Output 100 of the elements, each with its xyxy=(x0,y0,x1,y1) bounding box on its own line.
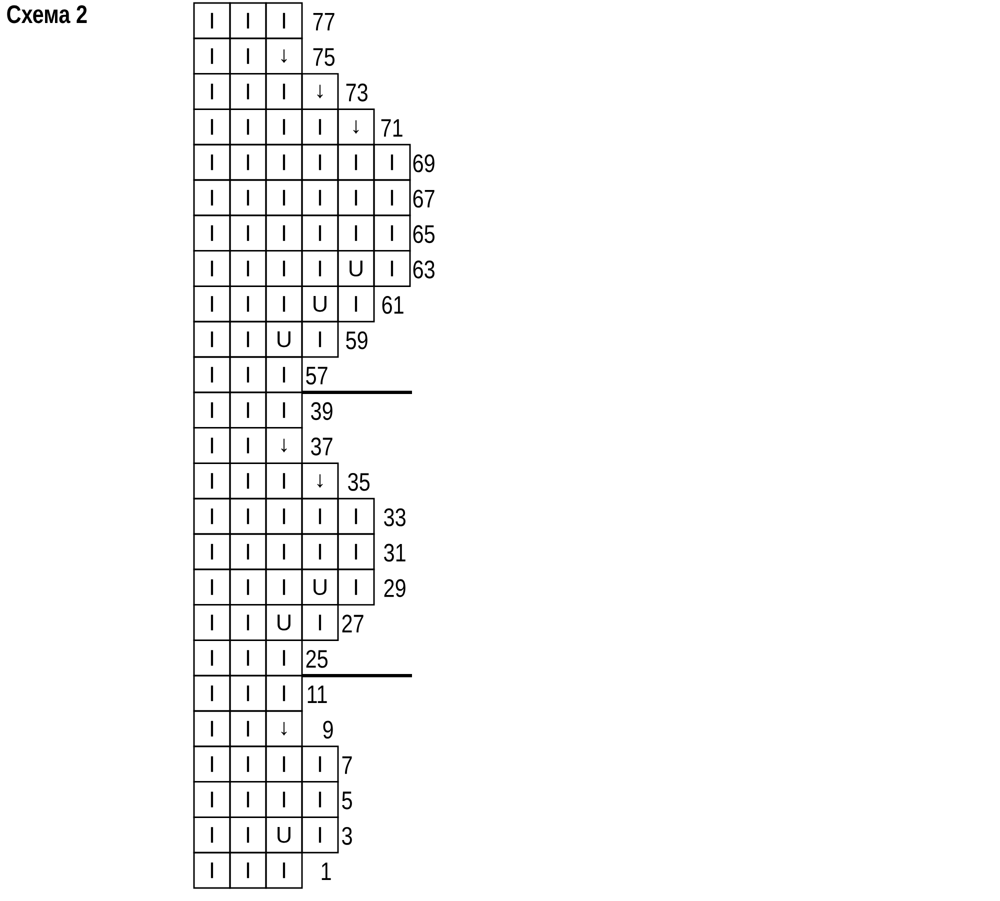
chart-cell: ↓ xyxy=(265,427,303,464)
chart-cell: I xyxy=(265,533,303,570)
chart-cell: I xyxy=(193,250,231,287)
row-number: 65 xyxy=(413,225,434,244)
chart-cell: U xyxy=(337,250,375,287)
chart-cell: I xyxy=(193,781,231,818)
chart-cell: I xyxy=(265,179,303,216)
chart-cell: I xyxy=(193,392,231,429)
chart-cell: I xyxy=(301,320,339,358)
chart-cell: I xyxy=(229,462,267,500)
chart-cell: I xyxy=(373,179,411,216)
chart-cell: I xyxy=(229,179,267,216)
chart-cell: I xyxy=(193,179,231,216)
chart-cell: I xyxy=(265,852,303,889)
chart-cell: I xyxy=(337,179,375,216)
chart-cell: U xyxy=(265,816,303,854)
chart-cell: I xyxy=(265,781,303,818)
chart-cell: I xyxy=(229,144,267,181)
chart-cell: I xyxy=(193,533,231,570)
chart-cell: I xyxy=(229,710,267,748)
chart-cell: I xyxy=(301,108,339,146)
row-number: 75 xyxy=(313,48,334,66)
row-number: 59 xyxy=(346,331,368,350)
row-number: 69 xyxy=(413,154,434,172)
chart-cell: I xyxy=(229,604,267,641)
chart-cell: I xyxy=(265,356,303,394)
row-number: 67 xyxy=(413,190,434,208)
chart-cell: I xyxy=(337,498,375,535)
chart-cell: I xyxy=(229,533,267,570)
chart-cell: I xyxy=(337,568,375,606)
chart-cell: ↓ xyxy=(301,73,339,110)
row-number: 27 xyxy=(342,614,364,632)
chart-cell: ↓ xyxy=(265,38,303,75)
chart-cell: I xyxy=(229,356,267,394)
chart-cell: I xyxy=(229,108,267,146)
title: Схема 2 xyxy=(7,5,87,24)
row-number: 35 xyxy=(348,472,370,491)
row-number: 5 xyxy=(342,792,352,810)
chart-cell: I xyxy=(337,144,375,181)
chart-cell: I xyxy=(373,214,411,252)
chart-cell: I xyxy=(193,285,231,322)
chart-cell: I xyxy=(265,639,303,676)
chart-cell: I xyxy=(193,38,231,75)
chart-cell: I xyxy=(265,214,303,252)
row-number: 57 xyxy=(306,366,328,385)
chart-cell: I xyxy=(301,604,339,641)
chart-cell: I xyxy=(193,746,231,783)
chart-cell: I xyxy=(373,144,411,181)
row-number: 31 xyxy=(384,544,406,562)
chart-cell: I xyxy=(265,250,303,287)
chart-cell: I xyxy=(229,498,267,535)
chart-cell: I xyxy=(193,144,231,181)
chart-cell: I xyxy=(229,639,267,676)
chart-cell: I xyxy=(229,214,267,252)
chart-cell: I xyxy=(193,710,231,748)
chart-cell: I xyxy=(265,462,303,500)
chart-cell: I xyxy=(229,38,267,75)
chart-cell: I xyxy=(229,674,267,712)
chart-cell: U xyxy=(265,320,303,358)
chart-cell: I xyxy=(229,781,267,818)
row-number: 9 xyxy=(323,720,333,739)
chart-cell: I xyxy=(193,816,231,854)
chart-cell: U xyxy=(265,604,303,641)
row-number: 71 xyxy=(381,119,402,137)
chart-cell: I xyxy=(301,533,339,570)
chart-cell: I xyxy=(229,285,267,322)
chart-cell: I xyxy=(229,852,267,889)
chart-cell: I xyxy=(193,320,231,358)
chart-cell: I xyxy=(193,2,231,40)
chart-cell: U xyxy=(301,568,339,606)
row-number: 1 xyxy=(322,862,331,880)
row-number: 37 xyxy=(311,438,332,456)
chart-cell: ↓ xyxy=(301,462,339,500)
chart-cell: I xyxy=(265,2,303,40)
chart-cell: I xyxy=(229,320,267,358)
chart-cell: I xyxy=(229,392,267,429)
chart-cell: U xyxy=(301,285,339,322)
row-number: 39 xyxy=(311,402,332,420)
row-number: 73 xyxy=(346,84,368,102)
chart-cell: I xyxy=(193,73,231,110)
chart-cell: I xyxy=(337,285,375,322)
chart-cell: I xyxy=(193,568,231,606)
chart-cell: I xyxy=(301,498,339,535)
chart-cell: I xyxy=(193,427,231,464)
chart-cell: I xyxy=(301,816,339,854)
row-number: 25 xyxy=(306,650,328,668)
chart-cell: I xyxy=(193,108,231,146)
chart-cell: I xyxy=(229,746,267,783)
chart-cell: I xyxy=(229,250,267,287)
row-number: 33 xyxy=(384,508,406,526)
chart-cell: I xyxy=(193,214,231,252)
chart-cell: I xyxy=(301,250,339,287)
row-number: 61 xyxy=(382,296,404,314)
row-number: 77 xyxy=(313,13,334,30)
chart-cell: ↓ xyxy=(337,108,375,146)
row-number: 3 xyxy=(342,826,352,845)
chart-cell: I xyxy=(193,356,231,394)
row-number: 29 xyxy=(384,579,406,598)
chart-cell: I xyxy=(301,781,339,818)
chart-cell: I xyxy=(265,498,303,535)
